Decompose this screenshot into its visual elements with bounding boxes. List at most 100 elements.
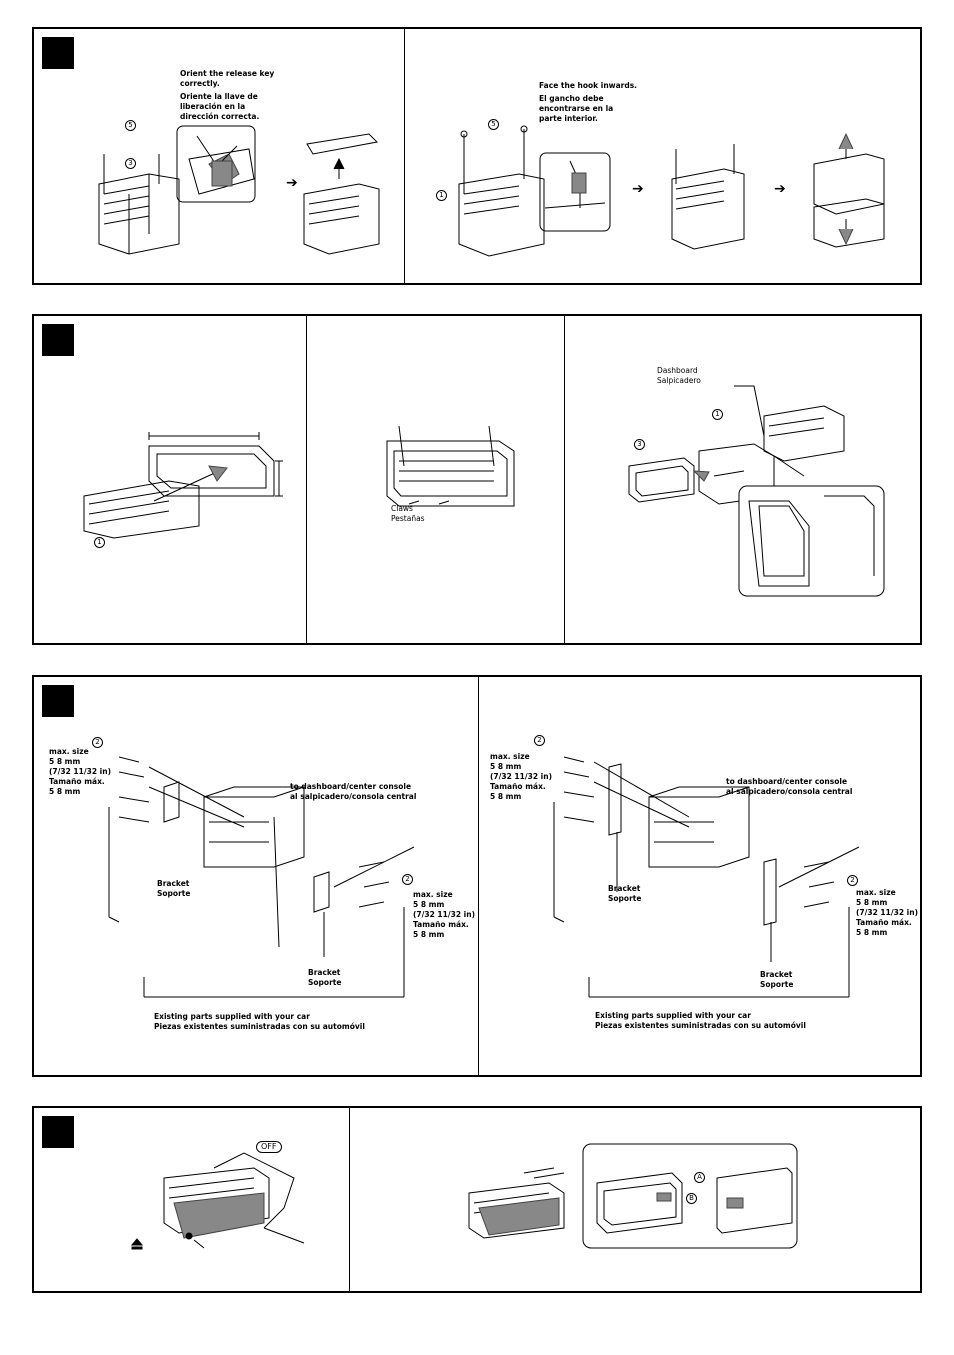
maxsize-c2-line1: max. size [413, 890, 453, 899]
bracket-mount-illustration-right [553, 756, 860, 998]
panel-b-divider-2 [564, 316, 565, 643]
unit-with-hooks-illustration [458, 125, 545, 257]
existing-c2-es: Piezas existentes suministradas con su a… [595, 1021, 806, 1030]
bracket-c3-en: Bracket [608, 884, 641, 893]
bracket-c2-es: Soporte [308, 978, 342, 987]
maxsize-c4-line4: Tamaño máx. [856, 918, 912, 927]
bracket-label-c1: Bracket Soporte [157, 879, 190, 899]
claws-label-es: Pestañas [391, 514, 425, 523]
to-dashboard-label-c1: to dashboard/center console al salpicade… [290, 782, 416, 802]
maxsize-label-c3: max. size 5 8 mm (7/32 11/32 in) Tamaño … [490, 752, 552, 802]
maxsize-c2-line2: 5 8 mm [413, 900, 445, 909]
panel-d-divider [349, 1108, 350, 1291]
hook-detail [539, 152, 611, 232]
to-dash-c2-es: al salpicadero/consola central [726, 787, 853, 796]
panel-a: Orient the release key correctly. Orient… [32, 27, 922, 285]
bracket-c1-en: Bracket [157, 879, 190, 888]
step-arrow-a3: ➔ [774, 181, 786, 197]
off-button-indicator: OFF [256, 1141, 282, 1153]
callout-3-b: 3 [634, 439, 645, 450]
step-arrow-a1: ➔ [286, 175, 298, 191]
to-dash-c1-en: to dashboard/center console [290, 782, 412, 791]
maxsize-c3-line5: 5 8 mm [490, 792, 522, 801]
to-dash-c2-en: to dashboard/center console [726, 777, 848, 786]
release-key-label-es: Oriente la llave de liberación en la dir… [180, 92, 260, 121]
front-panel-release-illustration [163, 1152, 305, 1249]
section-marker-a [42, 37, 74, 69]
callout-2-c2: 2 [402, 874, 413, 885]
panel-c: 2 max. size 5 8 mm (7/32 11/32 in) Tamañ… [32, 675, 922, 1077]
maxsize-label-c1: max. size 5 8 mm (7/32 11/32 in) Tamaño … [49, 747, 111, 797]
release-key-label-en: Orient the release key correctly. [180, 69, 275, 88]
front-panel-detail-box [582, 1143, 798, 1249]
bracket-label-c3: Bracket Soporte [608, 884, 641, 904]
maxsize-c1-line4: Tamaño máx. [49, 777, 105, 786]
sleeve-and-frame-illustration [83, 432, 283, 539]
maxsize-c3-line3: (7/32 11/32 in) [490, 772, 552, 781]
bracket-c2-en: Bracket [308, 968, 341, 977]
section-marker-d [42, 1116, 74, 1148]
claws-label: Claws Pestañas [391, 504, 425, 524]
panel-b-divider-1 [306, 316, 307, 643]
maxsize-c2-line4: Tamaño máx. [413, 920, 469, 929]
release-key-label: Orient the release key correctly. Orient… [180, 69, 275, 122]
panel-b: 1 Claws Pestañas Dashboard Salpicadero 1… [32, 314, 922, 645]
existing-parts-label-c2: Existing parts supplied with your car Pi… [595, 1011, 806, 1031]
existing-parts-label-c1: Existing parts supplied with your car Pi… [154, 1012, 365, 1032]
claws-illustration [386, 425, 515, 507]
callout-5-a: 5 [125, 120, 136, 131]
section-marker-b [42, 324, 74, 356]
bracket-c4-es: Soporte [760, 980, 794, 989]
maxsize-c2-line3: (7/32 11/32 in) [413, 910, 475, 919]
callout-2-c4: 2 [847, 875, 858, 886]
maxsize-c4-line2: 5 8 mm [856, 898, 888, 907]
dashboard-label-es: Salpicadero [657, 376, 701, 385]
bracket-c4-en: Bracket [760, 970, 793, 979]
callout-5-b: 5 [488, 119, 499, 130]
panel-c-divider [478, 677, 479, 1075]
panel-a-divider [404, 29, 405, 283]
callout-2-c3: 2 [534, 735, 545, 746]
maxsize-c1-line1: max. size [49, 747, 89, 756]
claws-label-en: Claws [391, 504, 413, 513]
maxsize-c4-line3: (7/32 11/32 in) [856, 908, 918, 917]
release-key-detail [176, 125, 256, 203]
step-arrow-a2: ➔ [632, 181, 644, 197]
maxsize-c4-line1: max. size [856, 888, 896, 897]
dashboard-label-en: Dashboard [657, 366, 698, 375]
existing-c1-es: Piezas existentes suministradas con su a… [154, 1022, 365, 1031]
callout-3-a: 3 [125, 158, 136, 169]
unit-pulled-out-illustration [303, 133, 380, 255]
callout-1-c: 1 [712, 409, 723, 420]
callout-b: B [686, 1193, 697, 1204]
bracket-mount-illustration-left [108, 756, 415, 998]
maxsize-label-c4: max. size 5 8 mm (7/32 11/32 in) Tamaño … [856, 888, 918, 938]
bracket-c1-es: Soporte [157, 889, 191, 898]
hook-label-es: El gancho debe encontrarse en la parte i… [539, 94, 614, 123]
maxsize-c3-line4: Tamaño máx. [490, 782, 546, 791]
callout-2-c1: 2 [92, 737, 103, 748]
maxsize-label-c2: max. size 5 8 mm (7/32 11/32 in) Tamaño … [413, 890, 475, 940]
existing-c2-en: Existing parts supplied with your car [595, 1011, 751, 1020]
maxsize-c1-line5: 5 8 mm [49, 787, 81, 796]
callout-1-a: 1 [436, 190, 447, 201]
existing-c1-en: Existing parts supplied with your car [154, 1012, 310, 1021]
to-dashboard-label-c2: to dashboard/center console al salpicade… [726, 777, 852, 797]
callout-1-b: 1 [94, 537, 105, 548]
hook-label: Face the hook inwards. El gancho debe en… [539, 81, 637, 124]
unit-separated-illustration [813, 132, 885, 248]
unit-hooks-inserted-illustration [671, 144, 745, 250]
bracket-label-c2: Bracket Soporte [308, 968, 341, 988]
to-dash-c1-es: al salpicadero/consola central [290, 792, 417, 801]
bracket-label-c4: Bracket Soporte [760, 970, 793, 990]
eject-icon [130, 1238, 144, 1250]
callout-a: A [694, 1172, 705, 1183]
maxsize-c1-line2: 5 8 mm [49, 757, 81, 766]
maxsize-c3-line1: max. size [490, 752, 530, 761]
panel-d: OFF A B [32, 1106, 922, 1293]
front-panel-removed-illustration [468, 1167, 565, 1239]
maxsize-c2-line5: 5 8 mm [413, 930, 445, 939]
section-marker-c [42, 685, 74, 717]
maxsize-c1-line3: (7/32 11/32 in) [49, 767, 111, 776]
bracket-c3-es: Soporte [608, 894, 642, 903]
